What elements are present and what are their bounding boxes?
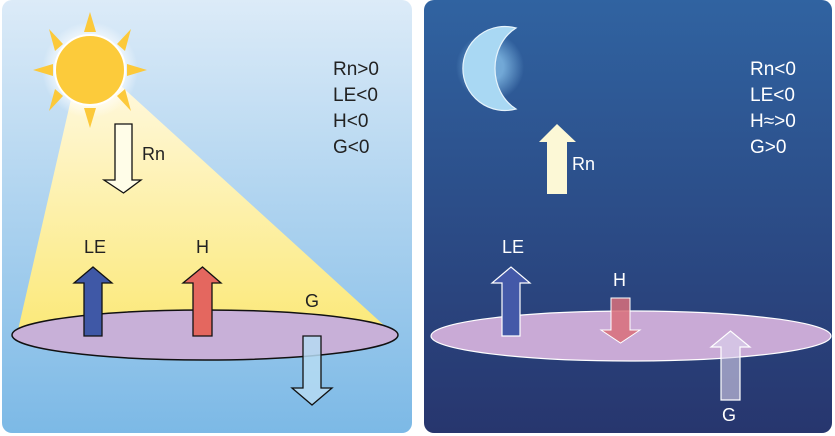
- night-condition-le: LE<0: [750, 85, 795, 106]
- night-condition-h: H≈>0: [750, 111, 796, 132]
- sunlight-beam: [18, 85, 387, 330]
- night-condition-g: G>0: [750, 137, 786, 158]
- day-condition-rn: Rn>0: [333, 59, 379, 80]
- day-condition-le: LE<0: [333, 85, 378, 106]
- night-le-arrow: [490, 266, 532, 337]
- night-rn-arrow: [539, 124, 576, 194]
- day-le-arrow: [72, 266, 114, 337]
- night-h-label: H: [613, 270, 626, 290]
- moon-icon: [456, 25, 524, 112]
- night-conditions: Rn<0 LE<0 H≈>0 G>0: [750, 59, 796, 158]
- night-rn-label: Rn: [572, 154, 595, 174]
- day-rn-label: Rn: [142, 144, 165, 164]
- day-g-arrow: [290, 335, 334, 406]
- sun-icon: [33, 12, 147, 128]
- night-g-arrow: [709, 330, 752, 401]
- day-condition-h: H<0: [333, 111, 368, 132]
- day-h-label: H: [196, 237, 209, 257]
- day-condition-g: G<0: [333, 137, 369, 158]
- night-condition-rn: Rn<0: [750, 59, 796, 80]
- day-g-label: G: [305, 291, 319, 311]
- night-h-arrow: [599, 297, 642, 344]
- day-le-label: LE: [84, 237, 106, 257]
- day-rn-arrow: [101, 123, 143, 194]
- night-g-label: G: [722, 405, 736, 425]
- night-panel: Rn LE H G Rn<0 LE<0 H≈>0 G>0: [424, 0, 832, 433]
- day-panel: Rn LE H G Rn>0 LE<0 H<0 G<0: [2, 0, 412, 433]
- day-h-arrow: [181, 266, 223, 337]
- night-le-label: LE: [502, 237, 524, 257]
- day-conditions: Rn>0 LE<0 H<0 G<0: [333, 59, 379, 158]
